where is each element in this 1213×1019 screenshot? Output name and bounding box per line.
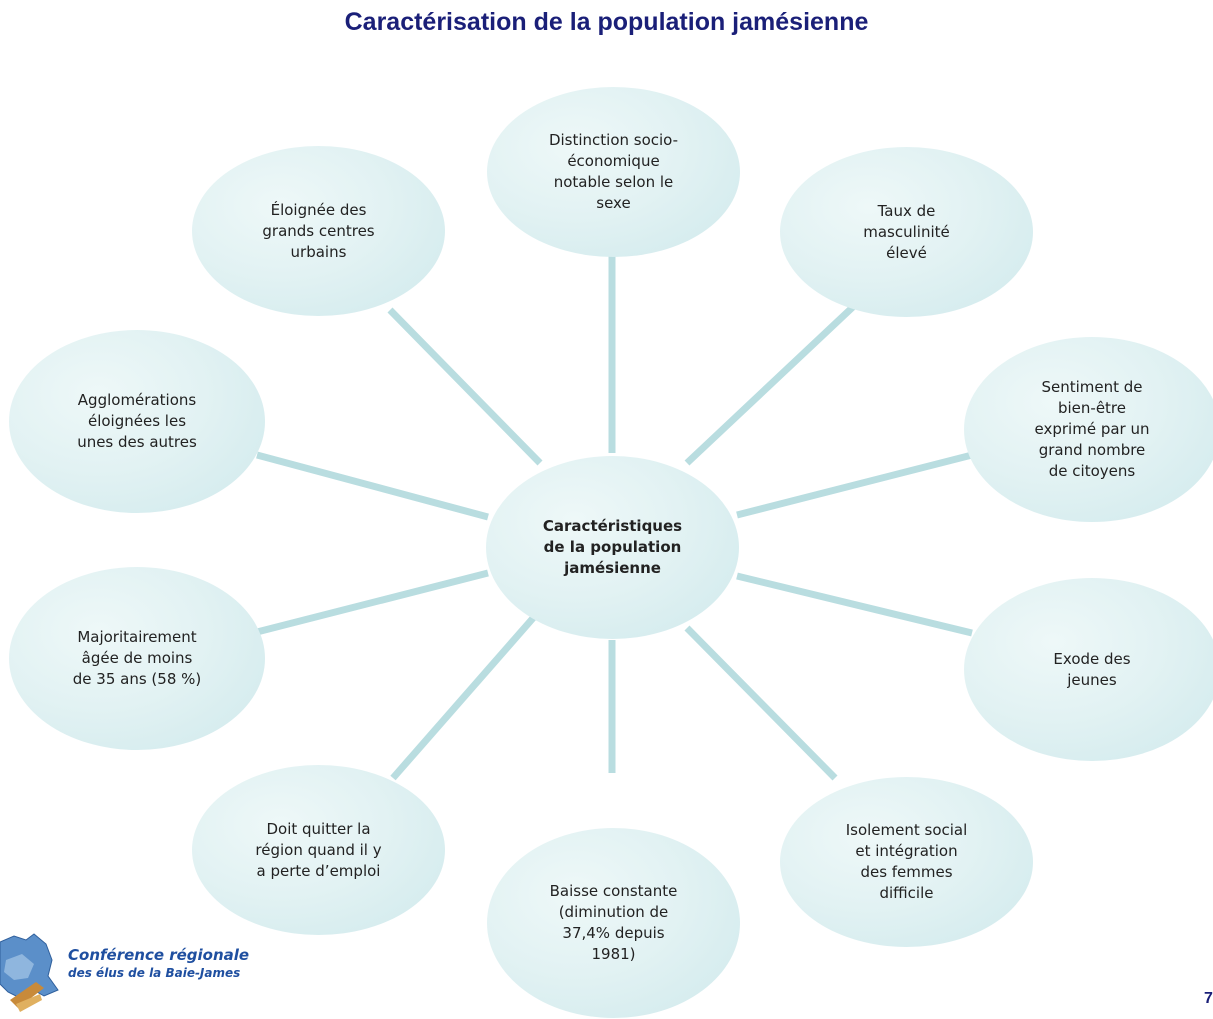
node-left-lower: Majoritairement âgée de moins de 35 ans … (9, 567, 265, 750)
node-bottom: Baisse constante (diminution de 37,4% de… (487, 828, 740, 1018)
connector-top-left (387, 307, 543, 466)
node-center-label: Caractéristiques de la population jamési… (542, 517, 683, 577)
logo-line-2: des élus de la Baie-James (68, 966, 241, 980)
connector-bottom-right (684, 625, 838, 781)
node-top-right: Taux de masculinité élevé (780, 147, 1033, 317)
page-number: 7 (1204, 990, 1213, 1007)
node-right-upper-label: Sentiment de bien-être exprimé par un gr… (1034, 378, 1150, 480)
node-bottom-left-label: Doit quitter la région quand il y a pert… (255, 819, 382, 880)
connector-left-lower (256, 569, 489, 636)
node-top-left: Éloignée des grands centres urbains (192, 146, 445, 316)
node-top: Distinction socio- économique notable se… (487, 87, 740, 257)
connector-right-lower (736, 572, 973, 637)
node-left-upper: Agglomérations éloignées les unes des au… (9, 330, 265, 513)
node-right-upper: Sentiment de bien-être exprimé par un gr… (964, 337, 1213, 522)
node-bottom-right-label: Isolement social et intégration des femm… (845, 821, 968, 902)
connector-right-upper (736, 451, 973, 519)
node-center: Caractéristiques de la population jamési… (486, 456, 739, 639)
node-bottom-label: Baisse constante (diminution de 37,4% de… (549, 882, 678, 963)
node-top-right-label: Taux de masculinité élevé (863, 201, 950, 262)
connector-bottom-left (390, 614, 537, 781)
node-left-upper-label: Agglomérations éloignées les unes des au… (77, 391, 197, 451)
node-top-label: Distinction socio- économique notable se… (548, 131, 679, 212)
quebec-map-icon (0, 933, 59, 1012)
node-right-lower: Exode des jeunes (964, 578, 1213, 761)
organization-logo: Conférence régionale des élus de la Baie… (0, 930, 300, 1019)
logo-line-1: Conférence régionale (68, 946, 250, 964)
node-right-lower-label: Exode des jeunes (1053, 649, 1131, 689)
connector-top-right (684, 302, 858, 466)
node-top-left-label: Éloignée des grands centres urbains (262, 200, 375, 261)
node-left-lower-label: Majoritairement âgée de moins de 35 ans … (72, 628, 202, 688)
connector-left-upper (256, 451, 489, 521)
page-title: Caractérisation de la population jamésie… (344, 8, 869, 36)
node-bottom-left: Doit quitter la région quand il y a pert… (192, 765, 445, 935)
node-bottom-right: Isolement social et intégration des femm… (780, 777, 1033, 947)
